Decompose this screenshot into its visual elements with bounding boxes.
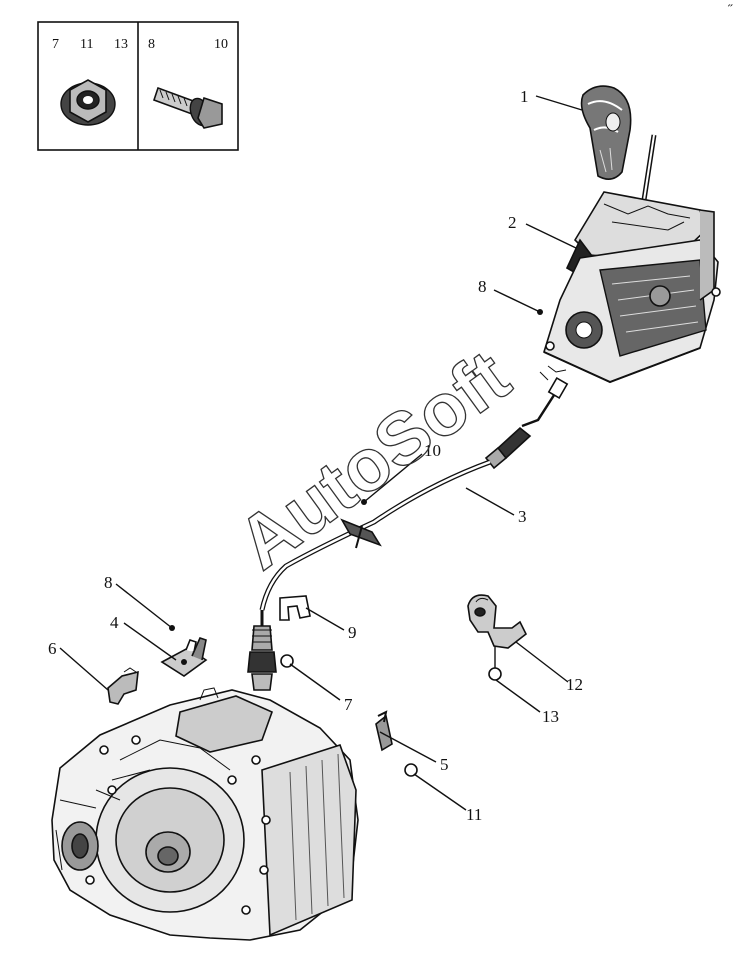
callout-12: 12 xyxy=(566,675,583,694)
shift-knob xyxy=(580,85,632,180)
shifter-assembly xyxy=(539,134,721,384)
flange-bolt-icon xyxy=(152,86,223,129)
cable-bracket xyxy=(160,637,208,677)
flange-nut-icon xyxy=(60,79,116,126)
callout-8-upper: 8 xyxy=(478,277,487,296)
callout-5: 5 xyxy=(440,755,449,774)
callout-10: 10 xyxy=(424,441,441,460)
callout-4: 4 xyxy=(110,613,119,632)
retaining-clip xyxy=(279,595,311,621)
sensor xyxy=(375,710,393,752)
legend-bolt-ref-2: 10 xyxy=(214,37,228,52)
callout-9: 9 xyxy=(348,623,357,642)
legend-bolt-ref-1: 8 xyxy=(148,37,155,52)
support-bracket xyxy=(107,667,139,705)
callout-3: 3 xyxy=(518,507,527,526)
callout-labels: 1 2 3 4 5 6 7 8 8 9 10 11 12 13 xyxy=(48,87,583,824)
watermark: AutoSoft xyxy=(223,334,524,585)
callout-13: 13 xyxy=(542,707,559,726)
legend-nut-ref-2: 11 xyxy=(80,37,93,52)
corner-mark: ˝ xyxy=(727,3,733,18)
shift-cable xyxy=(247,376,569,691)
fastener-legend: 7 11 13 8 10 xyxy=(37,21,239,151)
transmission-housing xyxy=(51,687,359,941)
callout-2: 2 xyxy=(508,213,517,232)
legend-nut-ref-3: 13 xyxy=(114,37,128,52)
callout-6: 6 xyxy=(48,639,57,658)
callout-7: 7 xyxy=(344,695,353,714)
washer-13 xyxy=(488,667,502,681)
callout-11: 11 xyxy=(466,805,482,824)
washer-11 xyxy=(404,763,418,777)
leader-lines xyxy=(59,95,583,811)
callout-8-lower: 8 xyxy=(104,573,113,592)
legend-nut-ref-1: 7 xyxy=(52,37,59,52)
mounting-bracket xyxy=(467,594,528,649)
callout-1: 1 xyxy=(520,87,529,106)
